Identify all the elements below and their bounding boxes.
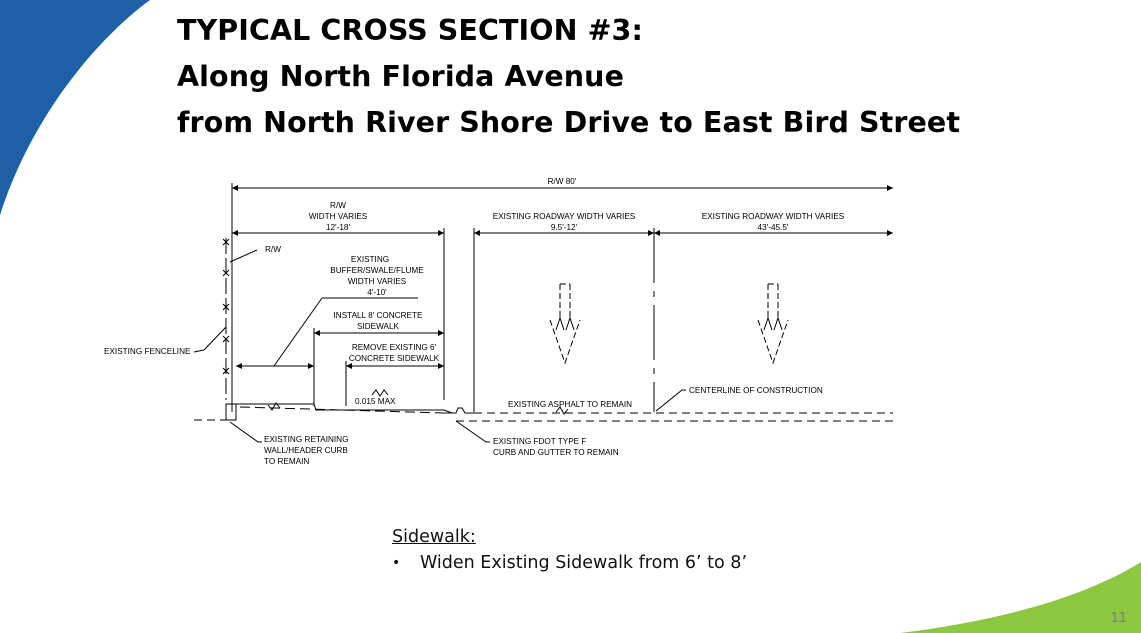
curb-profile (444, 407, 474, 414)
sidewalk-profile (230, 403, 453, 414)
road2-label-2: 43'-45.5' (758, 223, 789, 232)
notes-bullet-text: Widen Existing Sidewalk from 6’ to 8’ (420, 553, 748, 573)
road1-label-1: EXISTING ROADWAY WIDTH VARIES (493, 212, 636, 221)
break-symbol-left (267, 402, 281, 411)
curb-label-2: CURB AND GUTTER TO REMAIN (493, 448, 619, 457)
curb-leader (455, 420, 490, 443)
remove-label-1: REMOVE EXISTING 6' (352, 343, 437, 352)
rw-leader (229, 249, 258, 263)
remove-label-2: CONCRETE SIDEWALK (349, 354, 440, 363)
title-line-1: TYPICAL CROSS SECTION #3: (177, 14, 643, 47)
centerline-label: CENTERLINE OF CONSTRUCTION (689, 386, 823, 395)
row-left-label-3: 12'-18' (326, 223, 351, 232)
buffer-label-3: WIDTH VARIES (348, 277, 407, 286)
sidewalk-notes: Sidewalk: • Widen Existing Sidewalk from… (392, 524, 747, 576)
break-symbol-asphalt (555, 406, 569, 415)
page-number: 11 (1110, 611, 1127, 626)
wall-label-3: TO REMAIN (264, 457, 309, 466)
row-left-label-2: WIDTH VARIES (309, 212, 368, 221)
rw-marker-label: R/W (265, 245, 281, 254)
install-label-2: SIDEWALK (357, 322, 400, 331)
road2-label-1: EXISTING ROADWAY WIDTH VARIES (702, 212, 845, 221)
title-line-3: from North River Shore Drive to East Bir… (177, 106, 961, 139)
row-left-label-1: R/W (330, 201, 346, 210)
notes-heading: Sidewalk: (392, 527, 476, 547)
install-label-1: INSTALL 8' CONCRETE (334, 311, 423, 320)
road1-label-2: 9.5'-12' (551, 223, 578, 232)
fenceline-label: EXISTING FENCELINE (104, 347, 191, 356)
fenceline-leader (193, 349, 205, 353)
slope-label: 0.015 MAX (355, 397, 396, 406)
traffic-arrow-left-lane (549, 283, 581, 365)
wall-leader (229, 421, 262, 443)
asphalt-label: EXISTING ASPHALT TO REMAIN (508, 400, 632, 409)
centerline-leader (655, 389, 686, 412)
bullet-dot-icon: • (392, 555, 401, 571)
notes-bullet-item: • Widen Existing Sidewalk from 6’ to 8’ (392, 550, 747, 576)
fence-x-marks (222, 238, 230, 375)
sidewalk-profile-dashed (239, 406, 445, 414)
fenceline-leader-b (203, 326, 227, 351)
blue-swoosh (0, 0, 150, 215)
break-symbol-slope (371, 389, 389, 397)
wall-label-1: EXISTING RETAINING (264, 435, 348, 444)
buffer-label-1: EXISTING (351, 255, 389, 264)
wall-base (225, 403, 237, 421)
curb-label-1: EXISTING FDOT TYPE F (493, 437, 586, 446)
buffer-label-4: 4'-10' (367, 288, 387, 297)
green-swoosh (900, 562, 1141, 633)
slide-title: TYPICAL CROSS SECTION #3: Along North Fl… (177, 8, 960, 146)
row-total-label: R/W 80' (548, 177, 577, 186)
traffic-arrow-right-lane (757, 283, 789, 365)
title-line-2: Along North Florida Avenue (177, 60, 624, 93)
buffer-leader-b (273, 297, 323, 367)
buffer-label-2: BUFFER/SWALE/FLUME (330, 266, 424, 275)
wall-label-2: WALL/HEADER CURB (264, 446, 348, 455)
